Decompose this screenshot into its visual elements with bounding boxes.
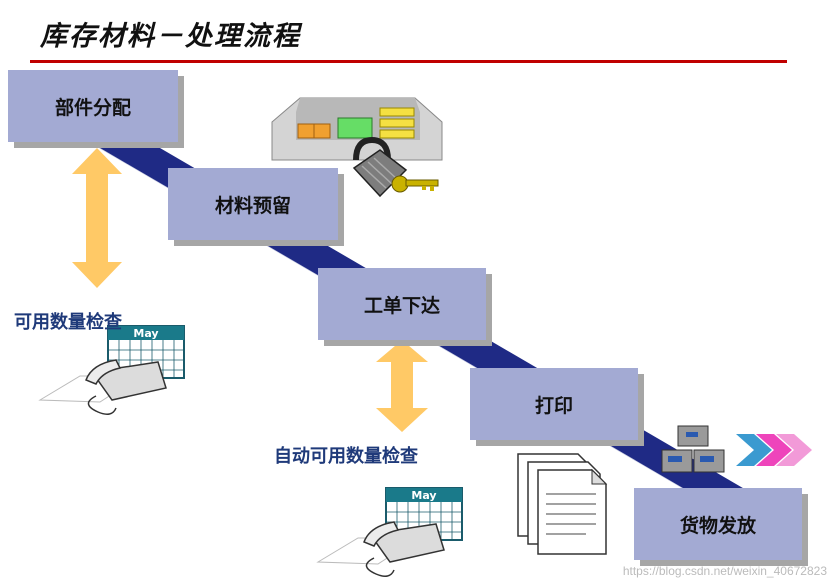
auto-available-qty-check-label: 自动可用数量检查 xyxy=(274,446,418,467)
step-work-order-release: 工单下达 xyxy=(318,268,486,340)
key-icon xyxy=(391,175,439,193)
telephone-icon xyxy=(38,359,167,415)
document-stack-icon xyxy=(517,453,608,555)
step-component-allocation: 部件分配 xyxy=(8,70,178,142)
padlock-icon xyxy=(352,136,408,198)
telephone-icon-2 xyxy=(316,521,445,577)
page-title: 库存材料－处理流程 xyxy=(40,21,301,52)
calendar-icon: May xyxy=(107,325,185,379)
goods-boxes-icon xyxy=(661,425,725,473)
calendar-month-1: May xyxy=(133,327,158,340)
step-goods-issue: 货物发放 xyxy=(634,488,802,560)
step-print: 打印 xyxy=(470,368,638,440)
title-rule xyxy=(30,60,787,63)
double-arrow-1 xyxy=(72,148,122,288)
double-arrow-2 xyxy=(376,340,428,432)
available-qty-check-label: 可用数量检查 xyxy=(14,312,122,333)
warehouse-icon xyxy=(271,97,443,161)
calendar-month-2: May xyxy=(411,489,436,502)
step-material-reservation: 材料预留 xyxy=(168,168,338,240)
watermark: https://blog.csdn.net/weixin_40672823 xyxy=(622,564,827,578)
chevron-arrows-icon xyxy=(736,434,812,466)
